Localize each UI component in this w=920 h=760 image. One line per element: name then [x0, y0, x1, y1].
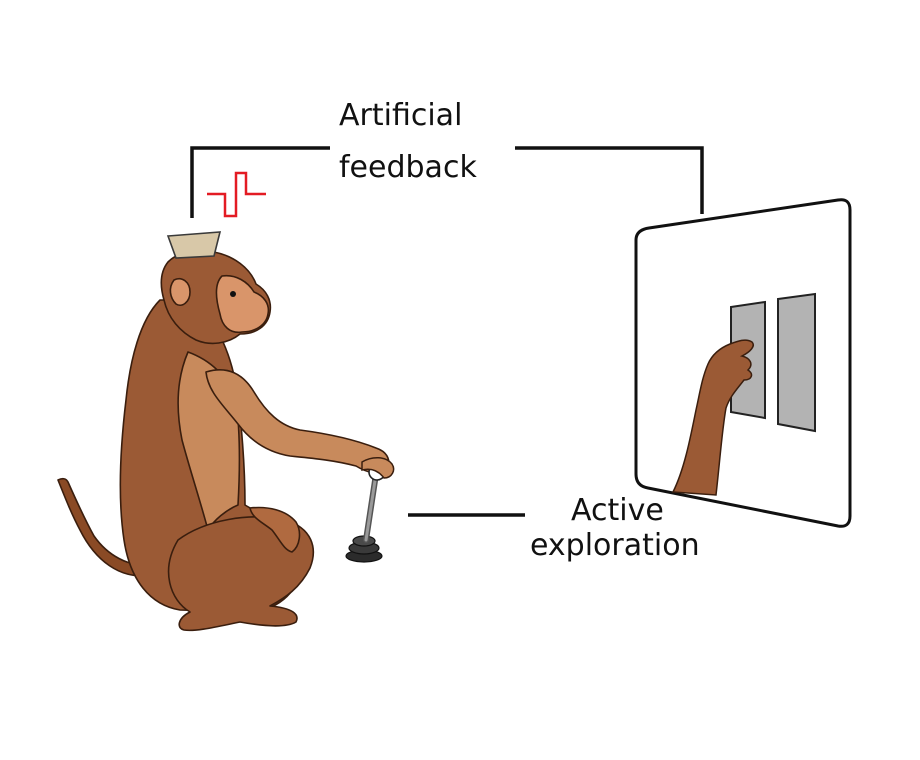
biphasic-pulse-icon [207, 171, 266, 218]
screen-icon [634, 198, 852, 528]
monkey-illustration [57, 249, 390, 632]
exploration-label-line1: Active [571, 493, 664, 528]
head-implant-icon [166, 231, 222, 259]
monkey-lower-hand [249, 506, 301, 553]
exploration-label-line2: exploration [530, 528, 700, 563]
feedback-label-line1: Artificial [339, 98, 463, 133]
monkey-face [215, 274, 270, 334]
joystick-shaft-highlight [364, 472, 378, 542]
virtual-arm [671, 339, 754, 496]
screen-bar-right [777, 292, 816, 433]
feedback-line-right [515, 146, 704, 214]
monkey-hand-on-joystick [361, 457, 395, 479]
monkey-ear [169, 277, 191, 307]
feedback-connector [190, 146, 704, 218]
feedback-label-line2: feedback [339, 150, 477, 185]
joystick-icon [345, 463, 386, 563]
monkey-eye [230, 291, 236, 297]
feedback-line-left [190, 146, 330, 218]
